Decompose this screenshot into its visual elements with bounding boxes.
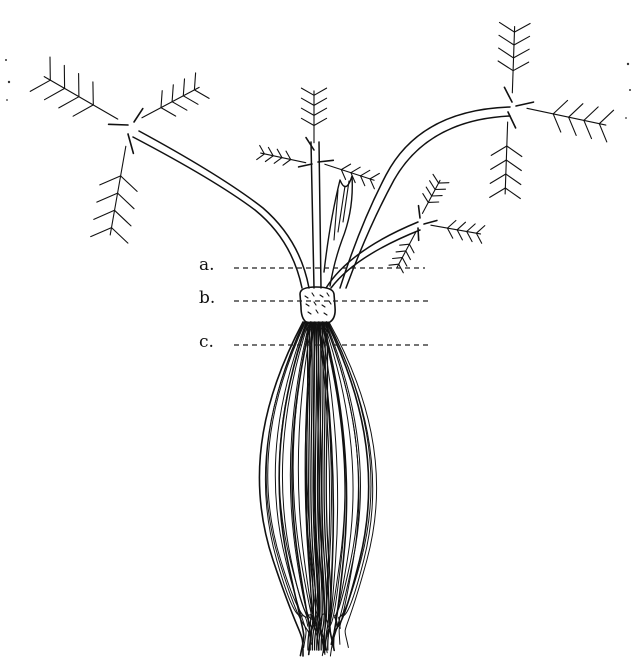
- petioles: [133, 107, 510, 288]
- leaflet-left-right: [134, 73, 209, 122]
- leaflet-inner-bottom: [389, 228, 419, 273]
- scan-speckle: [5, 59, 631, 119]
- leaflet-center-top: [301, 88, 326, 150]
- leaflets: [30, 22, 613, 272]
- label-b: b.: [199, 290, 215, 307]
- root-mass: [259, 322, 376, 656]
- root-strand: [268, 322, 309, 628]
- leaflet-right-bottom: [490, 112, 522, 199]
- crown: [300, 287, 335, 325]
- leaflet-inner-top: [419, 174, 449, 218]
- leaflet-right-top: [498, 22, 530, 102]
- label-c: c.: [199, 334, 214, 351]
- leaflet-left-bottom: [91, 134, 137, 243]
- leaflet-center-left: [257, 146, 312, 167]
- leaflet-left-top: [30, 57, 128, 125]
- leaflet-right-right: [516, 100, 614, 141]
- label-a: a.: [199, 257, 215, 274]
- leaflet-inner-right: [424, 221, 485, 244]
